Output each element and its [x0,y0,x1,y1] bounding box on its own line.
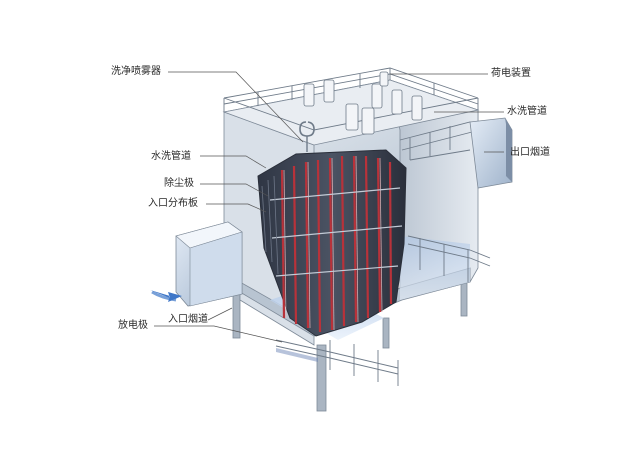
label-inlet-flue: 入口烟道 [168,314,208,325]
label-outlet-flue: 出口烟道 [510,147,550,158]
label-charging: 荷电装置 [491,68,531,79]
label-discharge-electrode: 放电极 [118,320,148,331]
lower-walkway [275,339,399,386]
inlet-flue [175,221,243,307]
top-deck [222,67,480,146]
label-wash-pipe-right: 水洗管道 [507,106,547,117]
label-spray: 洗净喷雾器 [111,66,161,77]
label-collector-plate: 除尘极 [164,178,194,189]
label-wash-pipe-left: 水洗管道 [151,151,191,162]
label-inlet-distributor: 入口分布板 [148,198,198,209]
inlet-flow-arrow [150,290,182,302]
leader-lines [154,71,504,343]
electrode-core [257,121,407,337]
outlet-flue [469,117,513,189]
